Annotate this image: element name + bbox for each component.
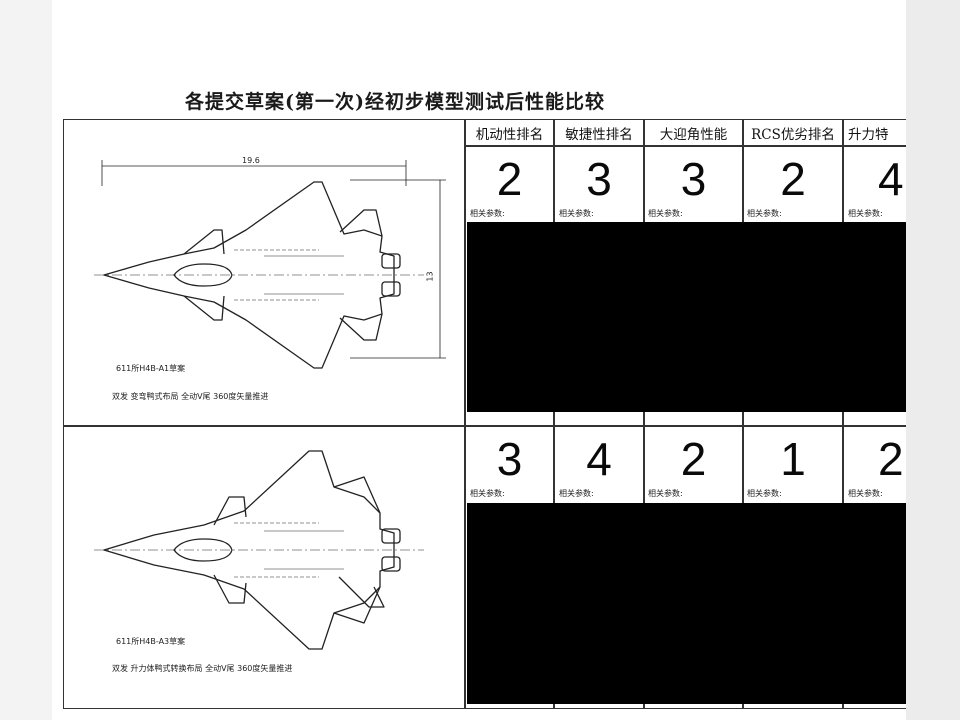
- rank-value: 2: [780, 153, 806, 205]
- drawing-column-divider: [464, 119, 466, 709]
- left-margin: [0, 0, 52, 720]
- rank-value: 4: [586, 433, 612, 485]
- rank-value: 3: [496, 433, 523, 485]
- rank-value: 2: [496, 153, 523, 205]
- column-header-high-aoa: 大迎角性能: [659, 126, 728, 143]
- param-label: 相关参数:: [648, 489, 683, 498]
- design-name: 611所H4B-A3草案: [116, 637, 186, 646]
- column-header-agility: 敏捷性排名: [565, 126, 633, 143]
- param-label: 相关参数:: [559, 489, 594, 498]
- design-description: 双发 变弯鸭式布局 全动V尾 360度矢量推进: [112, 392, 269, 401]
- column-divider: [643, 119, 645, 709]
- redacted-block: [467, 503, 906, 704]
- column-header-rcs: RCS优劣排名: [751, 126, 835, 143]
- column-divider: [742, 119, 744, 709]
- design-name: 611所H4B-A1草案: [116, 364, 186, 373]
- page-title: 各提交草案(第一次)经初步模型测试后性能比较: [185, 91, 605, 113]
- rank-value: 2: [680, 433, 707, 485]
- param-label: 相关参数:: [848, 209, 883, 218]
- dimension-span: 13: [425, 271, 435, 282]
- param-label: 相关参数:: [747, 489, 782, 498]
- comparison-table: [63, 119, 906, 709]
- param-label: 相关参数:: [848, 489, 883, 498]
- header-rule: [465, 145, 906, 147]
- rank-value: 3: [680, 153, 707, 205]
- redacted-block: [467, 222, 906, 412]
- rank-value: 2: [878, 433, 904, 485]
- column-header-maneuverability: 机动性排名: [475, 126, 544, 143]
- right-margin: [906, 0, 960, 720]
- aircraft-drawing-a3: [94, 450, 424, 650]
- rank-value: 3: [586, 153, 612, 205]
- aircraft-drawing-a1: [94, 160, 446, 369]
- column-divider: [842, 119, 844, 709]
- column-header-lift: 升力特: [848, 126, 889, 143]
- param-label: 相关参数:: [470, 489, 505, 498]
- rank-value: 4: [878, 153, 904, 205]
- design-description: 双发 升力体鸭式转换布局 全动V尾 360度矢量推进: [112, 664, 293, 673]
- row-divider: [63, 425, 906, 427]
- dimension-length: 19.6: [242, 156, 260, 165]
- param-label: 相关参数:: [747, 209, 782, 218]
- param-label: 相关参数:: [470, 209, 505, 218]
- column-divider: [553, 119, 555, 709]
- param-label: 相关参数:: [559, 209, 594, 218]
- rank-value: 1: [780, 433, 806, 485]
- param-label: 相关参数:: [648, 209, 683, 218]
